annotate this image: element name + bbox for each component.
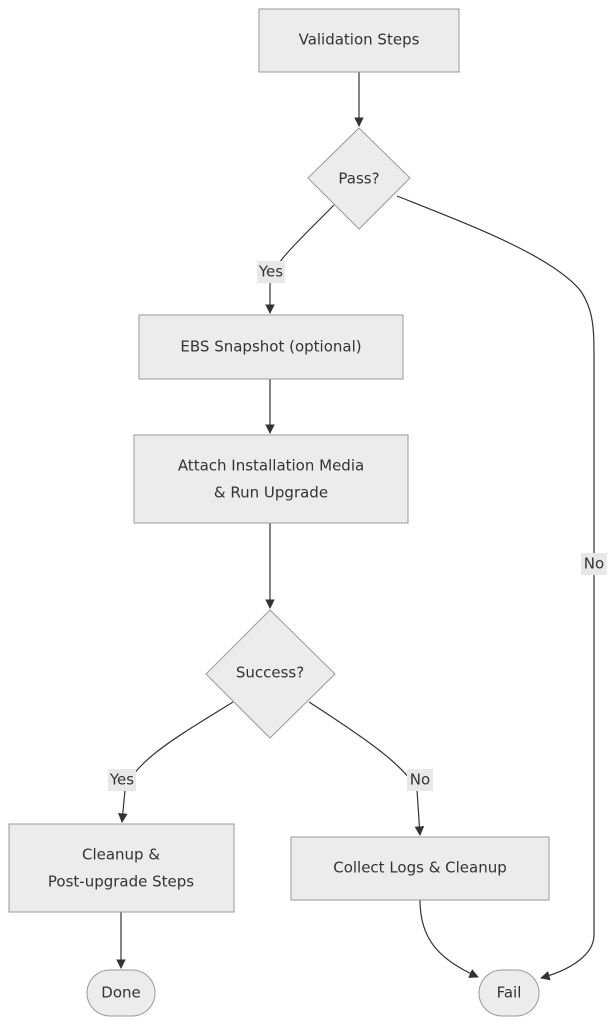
node-cleanup-post-upgrade-line1: Cleanup & [82,846,160,864]
node-collect-logs-label: Collect Logs & Cleanup [333,859,507,877]
edge-pass-to-fail [396,195,595,981]
node-success-decision: Success? [205,609,336,739]
edge-label-pass-yes-text: Yes [258,263,283,281]
edge-collect-to-fail [419,899,479,978]
edge-label-success-no-text: No [410,771,430,789]
node-cleanup-post-upgrade-line2: Post-upgrade Steps [48,873,194,891]
node-fail-terminal-label: Fail [497,984,522,1002]
nodes: Validation Steps Pass? EBS Snapshot (opt… [8,8,550,1017]
edge-label-success-yes: Yes [108,769,136,791]
node-pass-decision-label: Pass? [338,170,379,188]
edge-labels: Yes No Yes No [108,261,607,791]
edges [116,72,595,981]
node-pass-decision: Pass? [307,127,411,230]
node-done-terminal-label: Done [101,984,140,1002]
node-attach-installation-line2: & Run Upgrade [214,484,328,502]
node-success-decision-label: Success? [236,664,304,682]
edge-success-to-cleanup [118,701,234,823]
edge-label-pass-no-text: No [584,555,604,573]
node-validation-steps-label: Validation Steps [299,31,420,49]
edge-success-to-collect [308,701,425,836]
node-attach-installation-line1: Attach Installation Media [178,457,364,475]
node-validation-steps: Validation Steps [258,8,460,73]
node-ebs-snapshot-label: EBS Snapshot (optional) [180,338,361,356]
edge-label-pass-no: No [581,553,607,575]
edge-label-pass-yes: Yes [257,261,285,283]
node-done-terminal: Done [86,969,156,1017]
node-ebs-snapshot: EBS Snapshot (optional) [138,314,404,380]
node-collect-logs: Collect Logs & Cleanup [290,836,550,901]
edge-label-success-no: No [407,769,433,791]
edge-pass-to-ebs [265,204,335,314]
edge-label-success-yes-text: Yes [109,771,134,789]
node-fail-terminal: Fail [478,969,540,1017]
node-attach-installation: Attach Installation Media & Run Upgrade [133,434,409,524]
node-cleanup-post-upgrade: Cleanup & Post-upgrade Steps [8,823,235,913]
